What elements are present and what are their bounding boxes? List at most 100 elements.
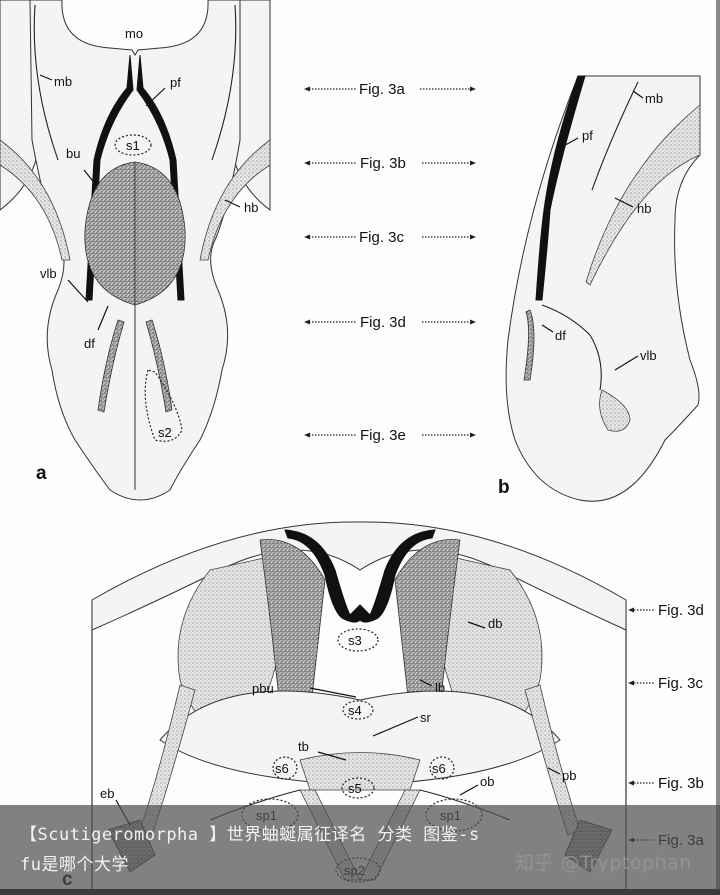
panel-a-df-left	[97, 319, 125, 413]
ref-label-3e: Fig. 3e	[360, 427, 406, 444]
panel-c-s6-left-region	[272, 756, 298, 780]
panel-a-df-right	[145, 319, 173, 413]
ref-row-3d: Fig. 3d	[304, 314, 476, 331]
ref-row-3a: Fig. 3a	[304, 81, 476, 98]
panel-c-leader-pb	[547, 767, 561, 775]
arrow-right-icon	[470, 432, 476, 438]
ref-label-3c: Fig. 3c	[359, 229, 405, 246]
panel-c-leader-pbu	[309, 687, 357, 698]
ref-row-3b: Fig. 3b	[304, 155, 476, 172]
panel-a-s1-region	[114, 134, 152, 156]
label-mb: mb	[645, 91, 663, 106]
right-ref-label-3b: Fig. 3b	[658, 775, 704, 792]
caption-title[interactable]: 【Scutigeromorpha 】世界蚰蜒属征译名 分类 图鉴-s fu是哪个…	[20, 820, 540, 880]
label-bu: bu	[66, 146, 80, 161]
right-ref-label-3d: Fig. 3d	[658, 602, 704, 619]
panel-a-mb-right	[211, 4, 237, 161]
panel-a-s2-region	[144, 369, 183, 442]
label-s4: s4	[348, 703, 362, 718]
panel-a-mb-left	[33, 4, 59, 161]
panel-b-diagram: mb pf hb df vlb b	[490, 60, 716, 510]
panel-b-df-structure	[523, 309, 535, 381]
arrow-left-icon	[628, 680, 634, 686]
panel-c-leader-lb	[419, 679, 433, 687]
label-df: df	[84, 336, 95, 351]
label-db: db	[488, 616, 502, 631]
bottom-strip	[0, 889, 720, 895]
watermark: 知乎 @Tryptophan	[515, 852, 692, 874]
label-vlb: vlb	[640, 348, 657, 363]
panel-b-leader-vlb	[614, 355, 639, 371]
panel-b-mb-line	[591, 81, 639, 191]
arrow-left-icon	[304, 234, 310, 240]
panel-a-hb-left	[0, 139, 71, 261]
ref-label-3a: Fig. 3a	[359, 81, 406, 98]
panel-c-s4-region	[342, 700, 374, 720]
panel-c-leader-db	[467, 621, 486, 629]
label-mb: mb	[54, 74, 72, 89]
panel-letter-b: b	[498, 477, 510, 498]
panel-a-leader-df	[97, 305, 109, 331]
caption-overlay	[0, 805, 720, 895]
arrow-left-icon	[628, 607, 634, 613]
label-sr: sr	[420, 710, 432, 725]
panel-c-s5-region	[341, 777, 375, 799]
caption-line-1: 【Scutigeromorpha 】世界蚰蜒属征译名 分类 图鉴-s	[20, 825, 480, 845]
label-pb: pb	[562, 768, 576, 783]
label-mo: mo	[125, 26, 143, 41]
panel-c-leader-sr	[372, 716, 419, 737]
panel-b-pf-band	[535, 75, 586, 301]
panel-c-pf-black	[284, 529, 436, 623]
right-ref-3d: Fig. 3d	[628, 602, 704, 619]
label-s2: s2	[158, 425, 172, 440]
ref-label-3d: Fig. 3d	[360, 314, 406, 331]
panel-b-leader-df	[541, 324, 554, 333]
label-pbu: pbu	[252, 681, 274, 696]
panel-a-leader-hb	[224, 199, 241, 208]
label-lb: lb	[435, 680, 445, 695]
panel-c-central-lens	[159, 690, 561, 786]
arrow-left-icon	[304, 319, 310, 325]
panel-b-vlb-lobe	[599, 389, 631, 432]
right-ref-3b: Fig. 3b	[628, 775, 704, 792]
panel-c-tb-plate	[299, 752, 421, 791]
section-refs-middle: Fig. 3a Fig. 3b Fig. 3c Fig. 3d	[290, 60, 490, 460]
label-hb: hb	[637, 201, 651, 216]
panel-a-pf-right	[136, 54, 185, 301]
label-s1: s1	[126, 138, 140, 153]
arrow-right-icon	[470, 319, 476, 325]
arrow-left-icon	[304, 160, 310, 166]
right-ref-label-3c: Fig. 3c	[658, 675, 704, 692]
panel-letter-a: a	[36, 463, 47, 484]
label-pf: pf	[582, 128, 593, 143]
arrow-left-icon	[304, 86, 310, 92]
panel-b-leader-pf	[559, 137, 579, 149]
arrow-right-icon	[470, 234, 476, 240]
right-edge-border	[716, 0, 720, 895]
panel-c-leader-tb	[317, 751, 347, 761]
panel-a-leader-mb	[39, 74, 53, 81]
label-pf: pf	[170, 75, 181, 90]
panel-b-hb-band	[585, 104, 701, 286]
label-df: df	[555, 328, 566, 343]
panel-a-hb-right	[199, 139, 271, 261]
panel-c-s3-region	[337, 628, 379, 652]
panel-c-s6-right-region	[429, 756, 455, 780]
arrow-right-icon	[470, 160, 476, 166]
label-s3: s3	[348, 633, 362, 648]
arrow-right-icon	[470, 86, 476, 92]
label-s6-right: s6	[432, 761, 446, 776]
panel-b-leader-hb	[614, 197, 634, 208]
panel-a-leader-pf	[145, 87, 166, 107]
section-refs-middle-svg: Fig. 3a Fig. 3b Fig. 3c Fig. 3d	[304, 81, 476, 444]
arrow-left-icon	[628, 780, 634, 786]
panel-a-leader-vlb	[67, 279, 89, 303]
label-ob: ob	[480, 774, 494, 789]
ref-row-3e: Fig. 3e	[304, 427, 476, 444]
label-vlb: vlb	[40, 266, 57, 281]
right-ref-3c: Fig. 3c	[628, 675, 704, 692]
panel-a-leader-bu	[83, 169, 97, 186]
panel-b-vlb-line	[541, 304, 602, 391]
label-s6-left: s6	[275, 761, 289, 776]
panel-b-svg: mb pf hb df vlb b	[498, 75, 701, 502]
